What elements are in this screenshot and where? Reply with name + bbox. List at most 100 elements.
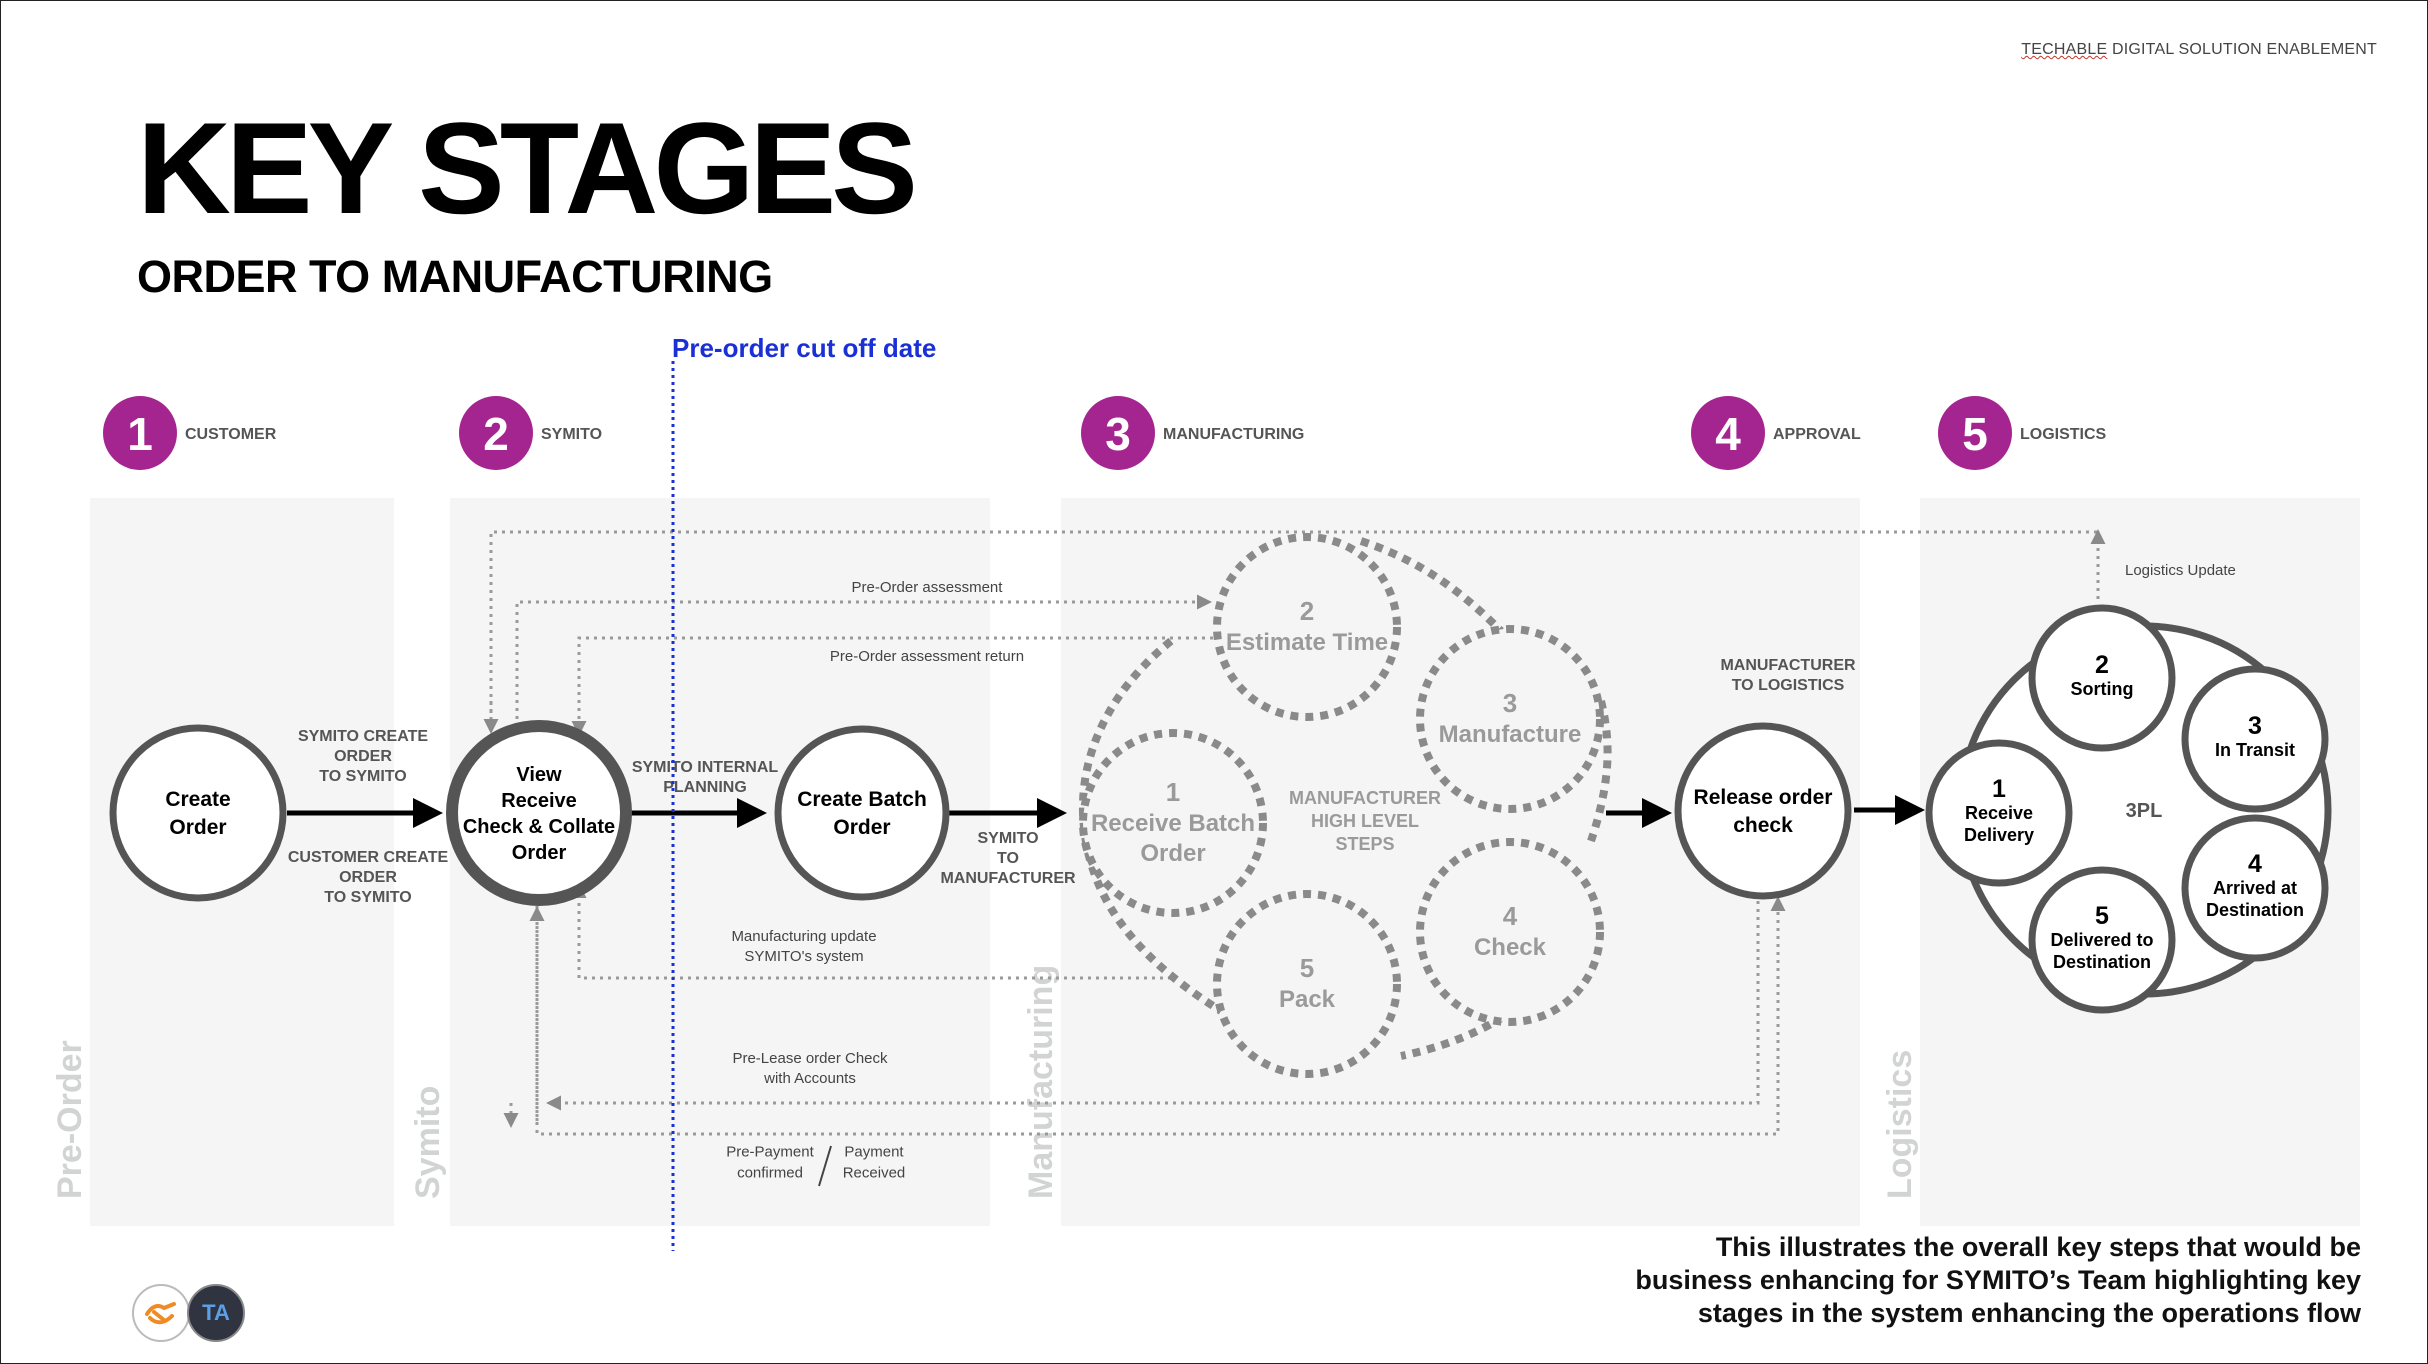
logistics-step-text: Destination	[2206, 900, 2304, 920]
mfg-step-3	[1416, 625, 1604, 813]
stage-number: 2	[483, 408, 509, 460]
logistics-step-text: 1	[1992, 775, 2006, 803]
label-symito-create: ORDER	[334, 748, 392, 765]
node-release-order-text: Release order	[1694, 786, 1833, 809]
label-mfr-to-logistics: TO LOGISTICS	[1732, 677, 1845, 694]
stage-label: SYMITO	[541, 426, 602, 443]
mfg-step-5	[1213, 890, 1401, 1078]
label-prelease-check: with Accounts	[763, 1070, 856, 1087]
mfg-step-1	[1079, 729, 1267, 917]
label-symito-to-mfr: SYMITO	[977, 830, 1038, 847]
lane-label-preorder: Pre-Order	[51, 1040, 89, 1199]
preorder-cutoff-label: Pre-order cut off date	[672, 333, 937, 363]
node-view-receive	[446, 720, 632, 906]
label-mfr-to-logistics: MANUFACTURER	[1720, 657, 1856, 674]
logistics-step-text: 2	[2095, 651, 2109, 679]
label-logistics-update: Logistics Update	[2125, 562, 2236, 579]
mfg-update-line	[571, 883, 1171, 980]
label-mfg-update: Manufacturing update	[731, 928, 876, 945]
logistics-step-2	[2028, 604, 2176, 752]
label-prelease-check: Pre-Lease order Check	[732, 1050, 888, 1067]
logistics-step-5	[2028, 866, 2176, 1014]
logistics-step-text: Delivery	[1964, 825, 2034, 845]
node-view-receive-text: Receive	[501, 790, 577, 812]
brand-tagline: TECHABLE DIGITAL SOLUTION ENABLEMENT	[2021, 41, 2377, 58]
logistics-step-3	[2181, 665, 2329, 813]
label-symito-to-mfr: TO	[997, 850, 1019, 867]
logistics-step-text: In Transit	[2215, 740, 2295, 760]
lane-label-logistics: Logistics	[1881, 1050, 1919, 1199]
mfg-step-text: Check	[1474, 934, 1547, 961]
label-customer-create: ORDER	[339, 869, 397, 886]
mfg-step-text: 2	[1300, 596, 1314, 626]
handshake-logo-icon	[132, 1284, 190, 1342]
ta-logo-icon: TA	[187, 1284, 245, 1342]
stage-number: 5	[1962, 408, 1988, 460]
label-prepayment: confirmed	[737, 1165, 803, 1182]
label-preorder-return: Pre-Order assessment return	[830, 648, 1024, 665]
label-mfg-update: SYMITO's system	[744, 948, 863, 965]
stage-badge-5	[1938, 396, 2012, 470]
mfg-step-text: Estimate Time	[1226, 629, 1388, 656]
logistics-step-4	[2181, 814, 2329, 962]
label-prepayment: Pre-Payment	[726, 1144, 814, 1161]
logistics-center-label: 3PL	[2126, 800, 2163, 822]
stage-badge-2	[459, 396, 533, 470]
stage-label: CUSTOMER	[185, 426, 277, 443]
logistics-step-text: 5	[2095, 902, 2109, 930]
mfg-step-text: 5	[1300, 953, 1314, 983]
label-payment-received: Received	[843, 1165, 906, 1182]
mfg-step-text: 1	[1166, 777, 1180, 807]
caption-text: This illustrates the overall key steps t…	[1635, 1232, 2361, 1328]
preorder-return-line	[571, 636, 1213, 736]
label-symito-to-mfr: MANUFACTURER	[940, 870, 1076, 887]
logistics-step-text: 4	[2248, 850, 2262, 878]
mfg-step-4	[1416, 838, 1604, 1026]
node-create-order-text: Create	[165, 788, 230, 811]
logistics-step-1	[1925, 739, 2073, 887]
page-title: KEY STAGES	[137, 95, 918, 241]
label-preorder-assessment: Pre-Order assessment	[852, 579, 1004, 596]
page-subtitle: ORDER TO MANUFACTURING	[137, 251, 773, 302]
node-create-batch-text: Order	[833, 816, 890, 839]
mfg-center-label: HIGH LEVEL	[1311, 811, 1419, 831]
label-customer-create: CUSTOMER CREATE	[288, 849, 449, 866]
mfg-center-label: MANUFACTURER	[1289, 788, 1441, 808]
logistics-step-text: Destination	[2053, 952, 2151, 972]
label-customer-create: TO SYMITO	[324, 889, 411, 906]
node-create-order-text: Order	[169, 816, 226, 839]
node-view-receive-text: View	[516, 764, 562, 786]
stage-label: LOGISTICS	[2020, 426, 2107, 443]
prelease-check-line	[546, 901, 1760, 1111]
mfg-step-text: Order	[1140, 840, 1205, 867]
stage-badge-1	[103, 396, 177, 470]
label-internal-planning: SYMITO INTERNAL	[632, 759, 779, 776]
node-create-batch-text: Create Batch	[797, 788, 927, 811]
lane-label-symito: Symito	[409, 1086, 447, 1199]
node-release-order-text: check	[1733, 814, 1793, 837]
stage-badge-4	[1691, 396, 1765, 470]
label-internal-planning: PLANNING	[663, 779, 747, 796]
preorder-assessment-line	[515, 594, 1212, 719]
mfg-step-text: Pack	[1279, 986, 1336, 1013]
node-view-receive-text: Check & Collate	[463, 816, 615, 838]
node-create-order	[109, 724, 287, 902]
label-payment-received: Payment	[844, 1144, 904, 1161]
logistics-step-text: Sorting	[2071, 679, 2134, 699]
mfg-step-text: 3	[1503, 688, 1517, 718]
stage-label: APPROVAL	[1773, 426, 1861, 443]
logistics-step-text: Arrived at	[2213, 878, 2297, 898]
label-symito-create: TO SYMITO	[319, 768, 406, 785]
mfg-step-text: Receive Batch	[1091, 810, 1255, 837]
node-view-receive-text: Order	[512, 842, 567, 864]
logistics-step-text: Delivered to	[2050, 930, 2153, 950]
logistics-step-text: Receive	[1965, 803, 2033, 823]
logistics-step-text: 3	[2248, 712, 2262, 740]
lane-label-manufacturing: Manufacturing	[1022, 965, 1060, 1199]
mfg-step-2	[1213, 533, 1401, 721]
label-symito-create: SYMITO CREATE	[298, 728, 428, 745]
mfg-center-label: STEPS	[1335, 834, 1394, 854]
payment-line	[535, 896, 1786, 1136]
